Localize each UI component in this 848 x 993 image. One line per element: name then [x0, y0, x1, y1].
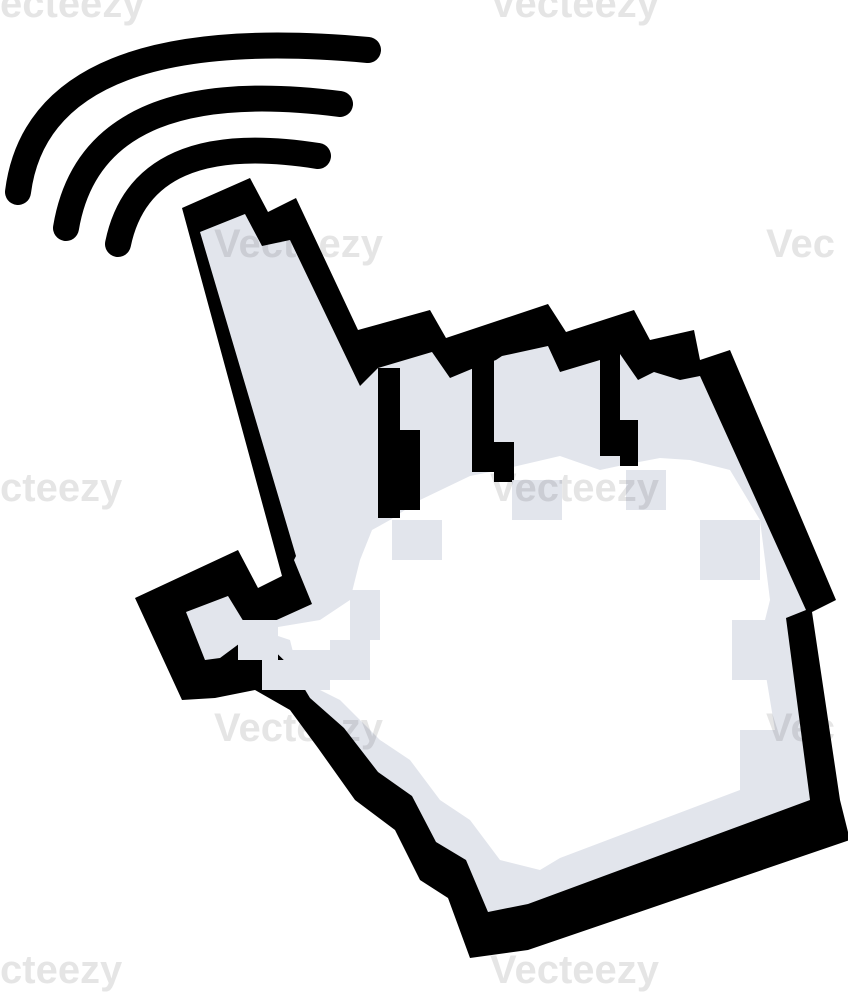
- hand-cursor: [135, 178, 848, 958]
- click-signal-waves-icon: [5, 32, 381, 257]
- finger-separators: [358, 330, 638, 518]
- hand-highlight: [260, 456, 780, 870]
- signal-wave-outer: [5, 32, 381, 205]
- signal-wave-middle: [53, 85, 353, 241]
- pixel-steps: [238, 470, 780, 790]
- signal-wave-inner: [105, 137, 331, 257]
